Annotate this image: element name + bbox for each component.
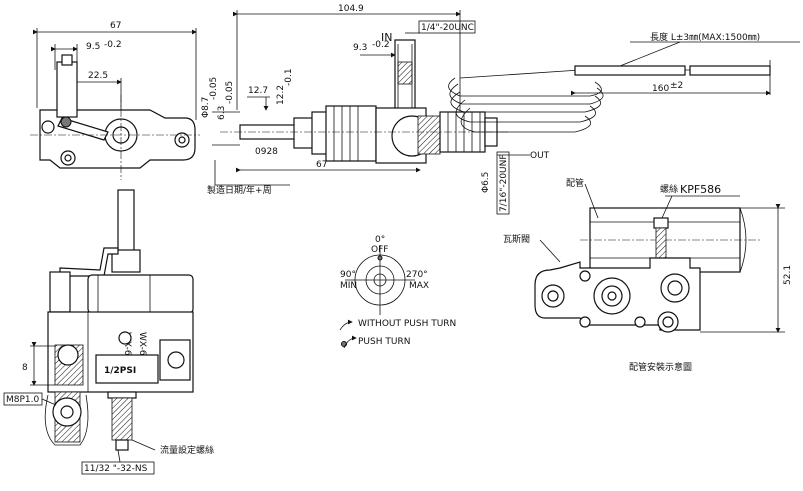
top-view: 67 9.5 -0.2 22.5 xyxy=(30,21,200,180)
dim-22-5: 22.5 xyxy=(88,71,108,81)
date-note: 製造日期/年+周 xyxy=(207,184,272,196)
label-in: IN xyxy=(381,31,392,44)
knob-270: 270° xyxy=(406,270,428,280)
dim-12-2-tol: -0.1 xyxy=(284,68,294,86)
dim-8-7: Φ8.7 xyxy=(201,97,211,118)
dim-104-9: 104.9 xyxy=(338,4,364,14)
dim-160-tol: ±2 xyxy=(670,81,683,91)
dim-67-side: 67 xyxy=(316,160,327,170)
label-pipe: 配管 xyxy=(566,177,584,189)
legend-without: WITHOUT PUSH TURN xyxy=(358,319,456,329)
dim-12-7: 12.7 xyxy=(248,86,268,96)
dim-9-5-tol: -0.2 xyxy=(104,40,122,50)
dim-8-7-tol: -0.05 xyxy=(209,77,219,100)
flow-text: WX-6300 xyxy=(137,332,147,373)
knob-0: 0° xyxy=(375,235,385,245)
dim-6-3: 6.3 xyxy=(217,106,227,120)
dim-6-3-tol: -0.05 xyxy=(225,81,235,104)
date-code: 0928 xyxy=(255,147,278,157)
dim-52-1: 52.1 xyxy=(783,265,793,285)
flow-text-2: WX-6300 xyxy=(122,332,132,373)
knob-off: OFF xyxy=(371,245,388,255)
psi-label: 1/2PSI xyxy=(104,366,136,376)
label-thread-bottom: 11/32 "-32-NS xyxy=(84,464,148,474)
capillary-tube: 長度 L±3㎜(MAX:1500㎜) 160 ±2 xyxy=(448,31,800,133)
dim-9-3-tol: -0.2 xyxy=(372,40,390,50)
tube-length-label: 長度 L±3㎜(MAX:1500㎜) xyxy=(650,31,760,43)
knob-diagram: 0° OFF 90° MIN 270° MAX WITHOUT PUSH TUR… xyxy=(339,235,456,349)
dim-6-5: Φ6.5 xyxy=(481,172,491,193)
dim-160: 160 xyxy=(652,84,669,94)
dim-12-2: 12.2 xyxy=(276,85,286,105)
knob-90: 90° xyxy=(340,270,356,280)
legend-push: PUSH TURN xyxy=(358,337,410,347)
knob-max: MAX xyxy=(409,281,429,291)
dim-8: 8 xyxy=(22,363,28,373)
label-screw: 螺絲 xyxy=(660,183,678,195)
dim-67-top: 67 xyxy=(110,21,121,31)
label-m8: M8P1.0 xyxy=(6,395,40,405)
dim-9-5: 9.5 xyxy=(86,42,100,52)
side-view: 104.9 IN 1/4"-20UNC 9.3 -0.2 Φ8.7 -0.05 … xyxy=(201,4,550,215)
label-flow-screw: 流量設定螺絲 xyxy=(160,444,214,456)
install-caption: 配管安裝示意圖 xyxy=(629,361,692,373)
label-out: OUT xyxy=(530,151,550,161)
label-kpf: KPF586 xyxy=(680,183,721,196)
front-view: WX-6300 WX-6300 1/2PSI 8 M8P1.0 流量設定螺絲 1… xyxy=(3,189,214,475)
thread-out: 7/16"-20UNF xyxy=(499,154,509,212)
thread-in: 1/4"-20UNC xyxy=(421,23,474,33)
dim-9-3: 9.3 xyxy=(353,43,367,53)
label-valve: 瓦斯閥 xyxy=(503,233,530,245)
install-view: 配管 螺絲 KPF586 瓦斯閥 52.1 配管安裝示意圖 xyxy=(503,177,793,373)
knob-min: MIN xyxy=(340,281,357,291)
